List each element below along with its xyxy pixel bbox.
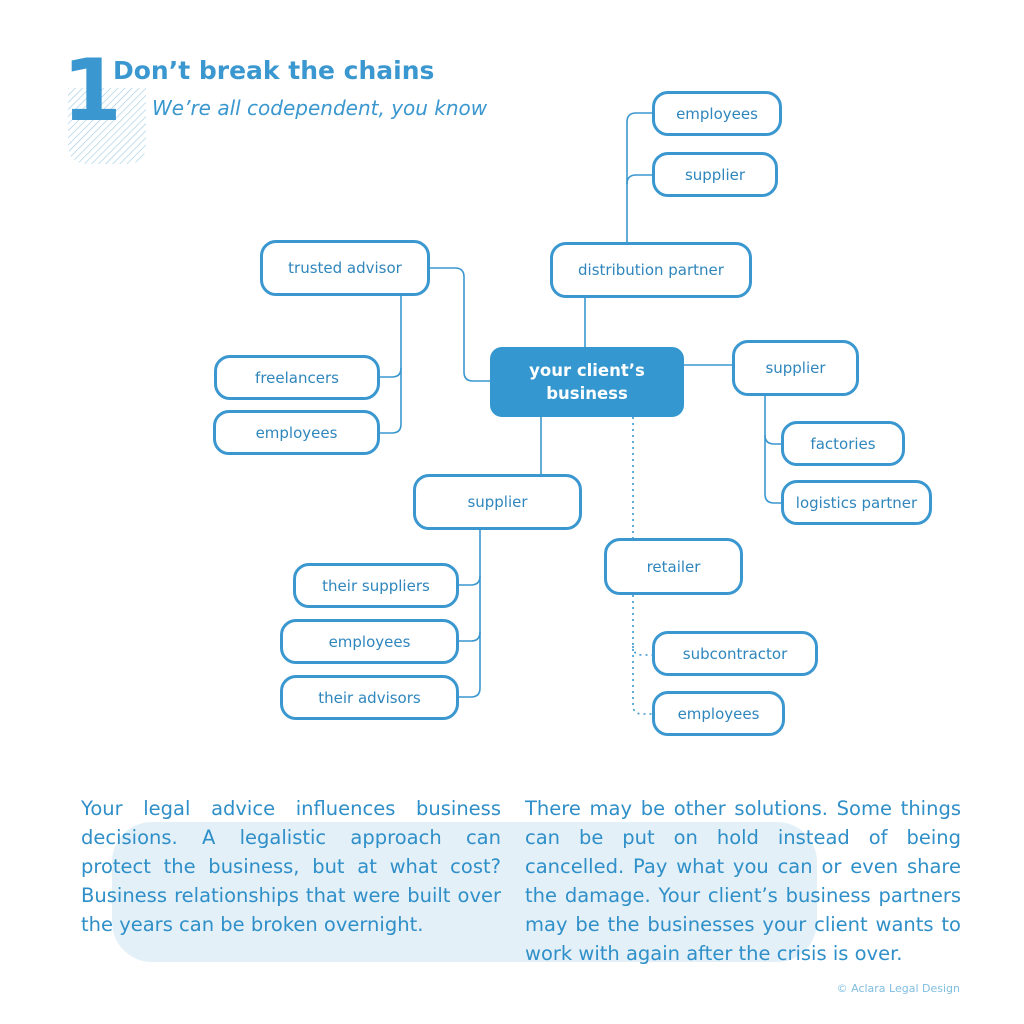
node-their-suppliers: their suppliers <box>293 563 459 608</box>
node-supplier-distribution: supplier <box>652 152 778 197</box>
node-logistics-partner: logistics partner <box>781 480 932 525</box>
node-factories: factories <box>781 421 905 466</box>
node-distribution-partner: distribution partner <box>550 242 752 298</box>
body-text-right: There may be other solutions. Some thing… <box>525 797 961 965</box>
node-employees-supplier: employees <box>280 619 459 664</box>
node-trusted-advisor: trusted advisor <box>260 240 430 296</box>
node-freelancers: freelancers <box>214 355 380 400</box>
node-subcontractor: subcontractor <box>652 631 818 676</box>
node-retailer: retailer <box>604 538 743 595</box>
page-title: Don’t break the chains <box>113 56 435 85</box>
node-center-business: your client’s business <box>490 347 684 417</box>
node-employees-retailer: employees <box>652 691 785 736</box>
section-number: 1 <box>62 41 122 141</box>
node-employees-distribution: employees <box>652 91 782 136</box>
node-supplier-right: supplier <box>732 340 859 396</box>
node-employees-advisor: employees <box>213 410 380 455</box>
page-subtitle: We’re all codependent, you know <box>152 96 488 120</box>
number-hatch-decoration <box>68 88 146 164</box>
copyright-notice: © Aclara Legal Design <box>836 982 960 995</box>
body-text-left: Your legal advice influences business de… <box>81 797 501 936</box>
node-their-advisors: their advisors <box>280 675 459 720</box>
node-supplier-bottom: supplier <box>413 474 582 530</box>
text-highlight-band <box>112 822 817 962</box>
